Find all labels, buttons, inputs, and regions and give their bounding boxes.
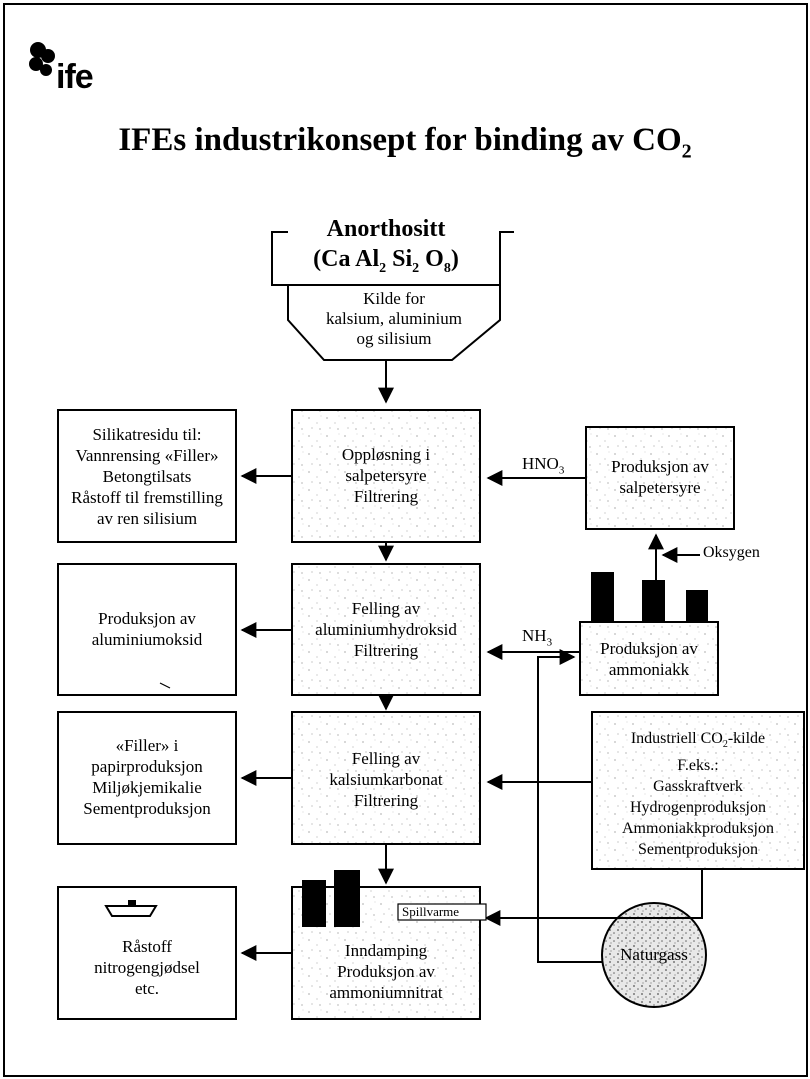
left-box-4: [57, 886, 237, 1020]
ship-icon: [104, 900, 158, 917]
anorthositt-desc: Kilde for kalsium, aluminium og silisium: [326, 289, 462, 348]
oksygen-label: Oksygen: [703, 544, 760, 561]
naturgass-circle: [601, 902, 707, 1008]
spillvarme-label: Spillvarme: [402, 904, 460, 919]
arrow-naturgass-to-ammonia: [537, 649, 602, 963]
arrow-spillvarme: [484, 869, 703, 926]
page-title: IFEs industrikonsept for binding av CO2: [0, 122, 810, 164]
center-box-3: [291, 711, 481, 845]
ife-logo-mark: [29, 42, 55, 76]
nh3-label: NH3: [522, 626, 553, 649]
title-sub: 2: [681, 140, 692, 163]
salpetersyre-box: [585, 426, 735, 530]
center-box-1: [291, 409, 481, 543]
left-box-1-text: Silikatresidu til:Vannrensing «Filler»Be…: [71, 425, 223, 528]
hno3-label: HNO3: [522, 454, 565, 477]
hopper-bottom-outline: [287, 285, 501, 361]
title-text: IFEs industrikonsept for binding av CO: [118, 122, 682, 158]
left-box-2: [57, 563, 237, 696]
left-box-1: [57, 409, 237, 543]
anorthositt-name: Anorthositt: [326, 216, 446, 242]
center-box-2: [291, 563, 481, 696]
page-frame: [3, 3, 808, 1077]
anorthositt-formula: (Ca Al2 Si2 O8): [313, 246, 459, 276]
co2-source-box: [591, 711, 805, 870]
naturgass-text: Naturgass: [620, 945, 688, 964]
ammoniakk-box: [579, 621, 719, 696]
left-box-3: [57, 711, 237, 845]
ife-logo-text: ife: [56, 58, 94, 96]
anorthositt-label: Anorthositt (Ca Al2 Si2 O8): [272, 214, 500, 284]
co2-source-text: Industriell CO2-kilde F.eks.: Gasskraftv…: [622, 730, 774, 859]
